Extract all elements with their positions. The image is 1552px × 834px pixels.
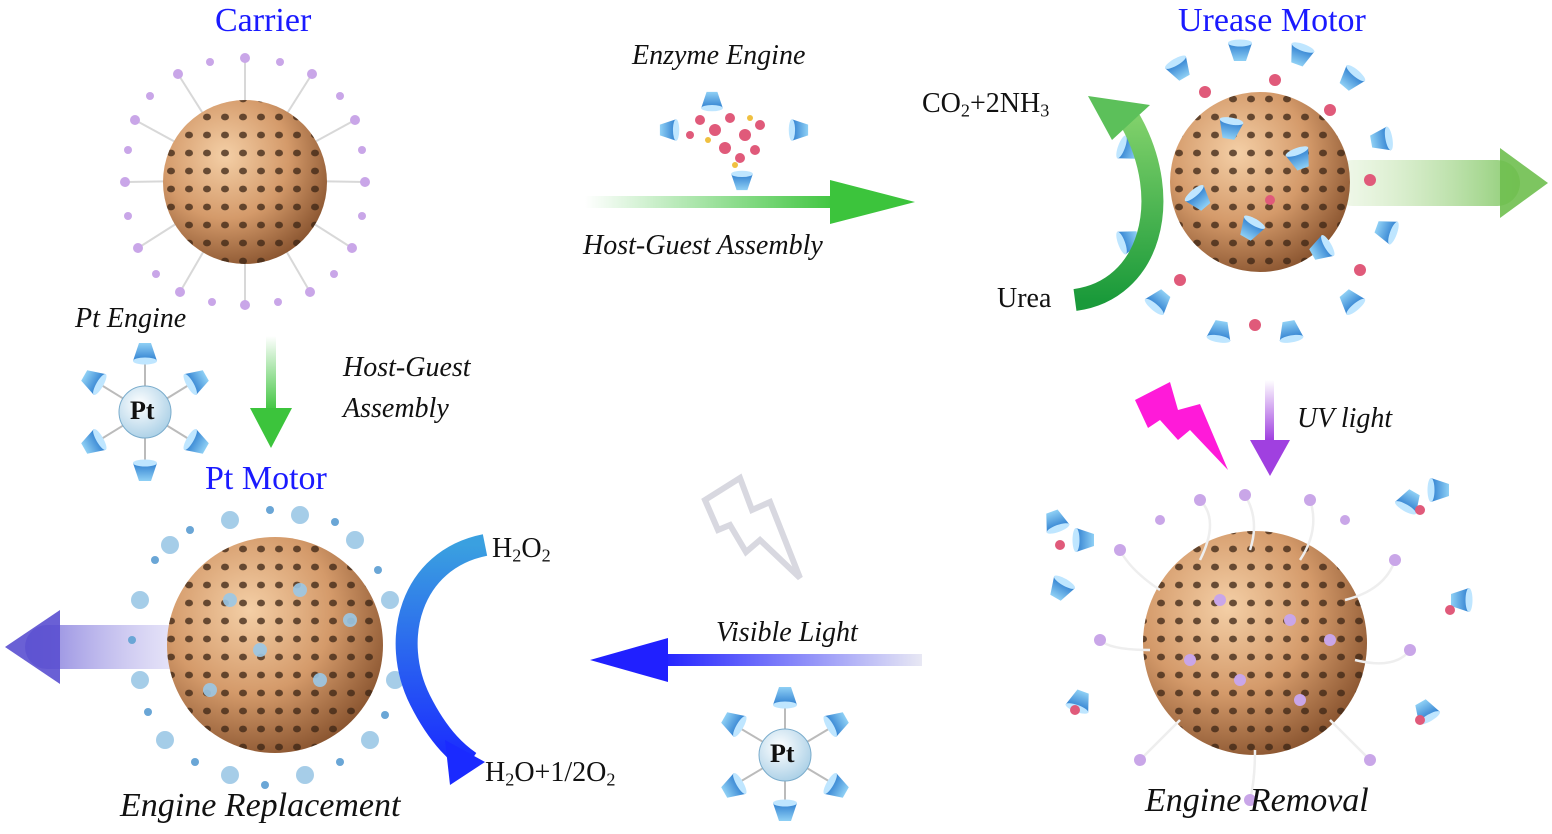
uv-light-label: UV light (1297, 403, 1393, 434)
enzyme-engine-label: Enzyme Engine (632, 40, 806, 71)
visible-light-label: Visible Light (716, 617, 858, 648)
host-guest-arrow-top (585, 180, 915, 224)
host-guest-top-label: Host-Guest Assembly (583, 230, 823, 261)
urease-motor-sphere (1114, 39, 1548, 345)
host-guest-left-label-1: Host-Guest (343, 352, 471, 383)
host-guest-left-label-2: Assembly (343, 393, 449, 424)
h2o2-label: H2O2 (492, 533, 551, 566)
engine-replacement-label: Engine Replacement (120, 787, 401, 824)
urea-conversion-arrow (1073, 96, 1164, 311)
pt-engine-icon-bottom (718, 687, 852, 821)
uv-lightning-icon (1135, 382, 1228, 470)
pt-symbol-bottom: Pt (770, 739, 795, 768)
urease-motor-title: Urease Motor (1178, 2, 1366, 39)
pt-motor-title: Pt Motor (205, 460, 327, 497)
h2o2-decomposition-arrow (395, 534, 488, 785)
enzyme-engine-icon (659, 91, 809, 191)
pt-symbol-left: Pt (130, 396, 155, 425)
water-oxygen-label: H2O+1/2O2 (485, 757, 616, 790)
co2-nh3-label: CO2+2NH3 (922, 88, 1050, 121)
pt-engine-label: Pt Engine (75, 303, 187, 334)
engine-removal-sphere (1040, 478, 1473, 806)
uv-light-arrow (1250, 380, 1290, 476)
carrier-title: Carrier (215, 2, 312, 39)
pt-motor-sphere (5, 506, 406, 789)
pt-engine-icon-left (78, 343, 212, 481)
engine-removal-label: Engine Removal (1145, 782, 1369, 819)
carrier-sphere (120, 53, 370, 310)
visible-light-arrow (590, 638, 922, 682)
host-guest-arrow-left (250, 336, 292, 448)
urea-label: Urea (997, 283, 1052, 314)
visible-lightning-icon (701, 473, 803, 581)
